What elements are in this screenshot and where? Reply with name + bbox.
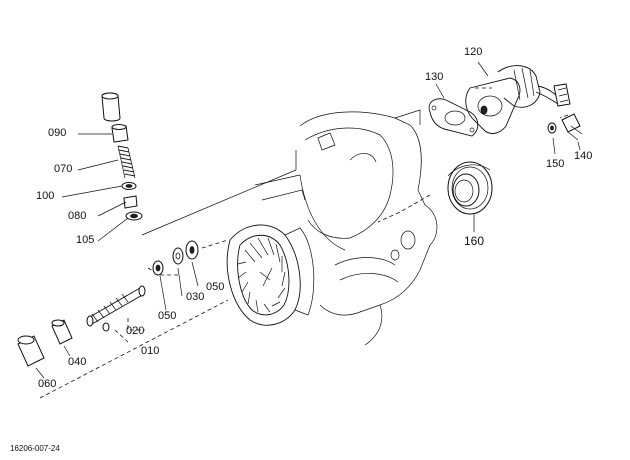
part-label-100: 100 [36, 190, 55, 202]
solenoid-assembly [428, 61, 583, 232]
part-label-140: 140 [574, 150, 593, 162]
part-label-020: 020 [126, 325, 145, 337]
drawing-code: 16206-007-24 [10, 444, 60, 453]
pump-cover-plate [226, 224, 315, 326]
assembly-leader-lines [39, 87, 569, 399]
part-label-010: 010 [141, 345, 160, 357]
part-label-080: 080 [68, 210, 87, 222]
part-label-040: 040 [68, 356, 87, 368]
control-valve-stack [61, 92, 143, 242]
part-label-105: 105 [76, 234, 95, 246]
part-label-130: 130 [425, 71, 444, 83]
gear-case-housing [254, 109, 438, 346]
part-label-070: 070 [54, 163, 73, 175]
shaft-assembly [17, 240, 199, 379]
part-label-090: 090 [48, 127, 67, 139]
part-label-030: 030 [186, 291, 205, 303]
part-label-120: 120 [464, 46, 483, 58]
part-label-150: 150 [546, 158, 565, 170]
part-label-050-lower: 050 [158, 310, 177, 322]
part-label-160: 160 [464, 234, 485, 248]
part-label-060: 060 [38, 378, 57, 390]
part-label-050-upper: 050 [206, 281, 225, 293]
